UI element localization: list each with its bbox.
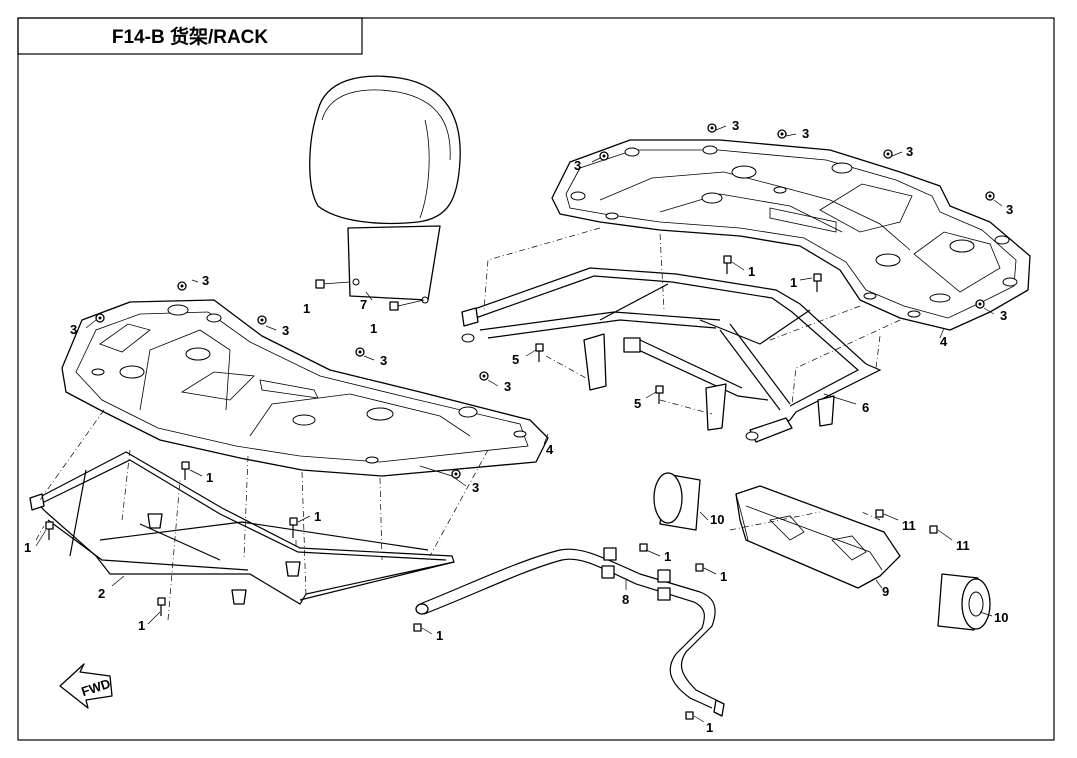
title-box: [17, 17, 363, 55]
callout-2: 2: [98, 586, 105, 601]
rear-frame-part-6: [461, 267, 882, 443]
roller-part-10-lower: [937, 573, 991, 631]
diagram-title: F14-B 货架/RACK: [112, 25, 269, 48]
callout-3: 3: [380, 353, 387, 368]
callout-7: 7: [360, 297, 367, 312]
callout-11: 11: [956, 538, 970, 553]
callout-1: 1: [720, 569, 727, 584]
nut-icon: [451, 469, 461, 479]
callout-labels: 1 1 1 1 1 1 1 1 1 1 1 1 2 3 3 3 3 3 3 3 …: [24, 118, 1013, 735]
callout-3: 3: [70, 322, 77, 337]
callout-4: 4: [546, 442, 554, 457]
fasteners: [45, 123, 995, 720]
callout-11: 11: [902, 518, 916, 533]
callout-3: 3: [802, 126, 809, 141]
bolt-icon: [813, 273, 822, 292]
callout-3: 3: [574, 158, 581, 173]
callout-3: 3: [1000, 308, 1007, 323]
bolt-icon: [289, 517, 298, 538]
callout-1: 1: [706, 720, 713, 735]
bolt-icon: [389, 301, 399, 311]
diagram-border: [17, 17, 1055, 741]
forward-arrow-icon: FWD: [59, 663, 113, 709]
bolt-icon: [685, 711, 694, 720]
bolt-icon: [723, 255, 732, 274]
callout-3: 3: [732, 118, 739, 133]
callout-5: 5: [634, 396, 641, 411]
bolt-icon: [315, 279, 325, 289]
callout-3: 3: [282, 323, 289, 338]
bolt-icon: [929, 525, 938, 534]
nut-icon: [599, 151, 609, 161]
bracket-part-9: [735, 485, 901, 589]
callout-1: 1: [138, 618, 145, 633]
callout-10: 10: [710, 512, 724, 527]
nut-icon: [177, 281, 187, 291]
bolt-icon: [45, 521, 54, 540]
assembly-lines: [35, 227, 901, 621]
rear-rack-part-4: [551, 139, 1031, 331]
backrest-part-7: [309, 75, 461, 307]
handlebar-part-8: [415, 547, 725, 717]
callout-3: 3: [504, 379, 511, 394]
callout-6: 6: [862, 400, 869, 415]
callout-1: 1: [314, 509, 321, 524]
callout-10: 10: [994, 610, 1008, 625]
bolt-icon: [639, 543, 648, 552]
bolt-icon: [157, 597, 166, 616]
callout-1: 1: [436, 628, 443, 643]
nut-icon: [95, 313, 105, 323]
callout-9: 9: [882, 584, 889, 599]
nut-icon: [975, 299, 985, 309]
bolt-icon: [875, 509, 884, 518]
callout-3: 3: [906, 144, 913, 159]
callout-1: 1: [24, 540, 31, 555]
leader-lines: [35, 125, 1003, 723]
callout-1: 1: [790, 275, 797, 290]
nut-icon: [883, 149, 893, 159]
front-rack-part-4: [61, 299, 549, 477]
callout-3: 3: [1006, 202, 1013, 217]
nut-icon: [257, 315, 267, 325]
callout-1: 1: [370, 321, 377, 336]
callout-1: 1: [206, 470, 213, 485]
roller-part-10-upper: [653, 472, 701, 531]
callout-3: 3: [202, 273, 209, 288]
callout-5: 5: [512, 352, 519, 367]
callout-1: 1: [664, 549, 671, 564]
callout-1: 1: [748, 264, 755, 279]
nut-icon: [355, 347, 365, 357]
bolt-icon: [535, 343, 544, 362]
nut-icon: [777, 129, 787, 139]
bolt-icon: [413, 623, 422, 632]
callout-4: 4: [940, 334, 948, 349]
callout-8: 8: [622, 592, 629, 607]
bolt-icon: [181, 461, 190, 480]
nut-icon: [707, 123, 717, 133]
bolt-icon: [695, 563, 704, 572]
bolt-icon: [655, 385, 664, 404]
callout-3: 3: [472, 480, 479, 495]
nut-icon: [985, 191, 995, 201]
callout-1: 1: [303, 301, 310, 316]
nut-icon: [479, 371, 489, 381]
